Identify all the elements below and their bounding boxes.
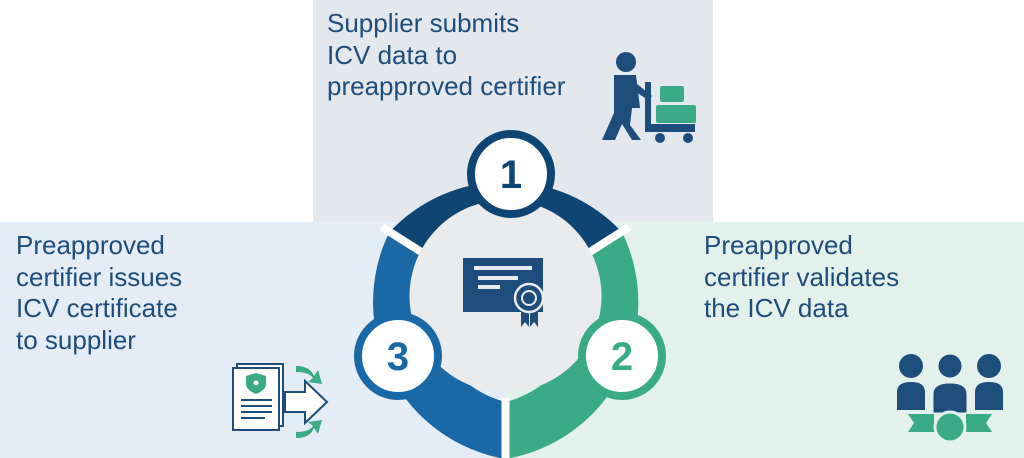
step-1-line: ICV data to <box>327 39 458 70</box>
step-3-badge: 3 <box>354 312 442 400</box>
ring-segment-2 <box>505 232 639 458</box>
step-1-description: Supplier submits ICV data to preapproved… <box>327 8 565 103</box>
step-3-line: Preapproved <box>16 230 165 260</box>
step-2-line: the ICV data <box>704 293 849 323</box>
step-3-description: Preapproved certifier issues ICV certifi… <box>16 230 182 356</box>
step-1-badge: 1 <box>467 130 555 218</box>
step-1-number: 1 <box>500 153 522 197</box>
step-3-line: to supplier <box>16 324 136 355</box>
step-2-line: Preapproved <box>704 230 853 260</box>
step-3-line: ICV certificate <box>16 293 178 323</box>
step-3-line: certifier issues <box>16 261 183 292</box>
ring-segment-3 <box>373 232 506 458</box>
step-2-number: 2 <box>611 335 633 379</box>
step-1-line: Supplier submits <box>327 8 520 38</box>
team-validation-icon <box>897 351 1003 444</box>
step-1-line: preapproved certifier <box>327 71 566 101</box>
supplier-cart-icon <box>602 52 696 143</box>
step-2-line: certifier validates <box>704 261 900 292</box>
step-2-description: Preapproved certifier validates the ICV … <box>704 230 899 325</box>
document-send-icon <box>232 363 329 438</box>
step-2-badge: 2 <box>578 312 666 400</box>
step-3-number: 3 <box>387 335 409 379</box>
certificate-icon <box>463 258 545 327</box>
